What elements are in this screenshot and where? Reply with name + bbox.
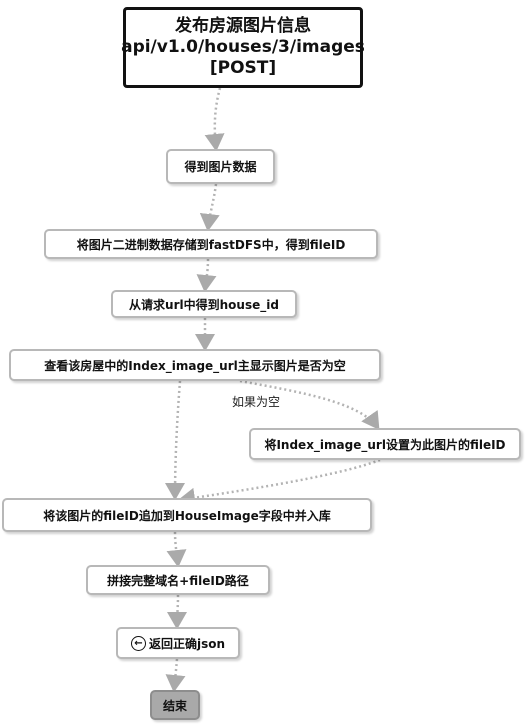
connector-title-to-get-data <box>204 87 225 152</box>
check-index-url-label: 查看该房屋中的Index_image_url主显示图片是否为空 <box>44 358 346 373</box>
check-index-url-node: 查看该房屋中的Index_image_url主显示图片是否为空 <box>9 349 381 381</box>
get-house-id-label: 从请求url中得到house_id <box>129 297 279 312</box>
set-index-url-label: 将Index_image_url设置为此图片的fileID <box>264 437 506 452</box>
append-house-image-label: 将该图片的fileID追加到HouseImage字段中并入库 <box>43 508 331 523</box>
append-house-image-node: 将该图片的fileID追加到HouseImage字段中并入库 <box>2 498 372 532</box>
connector-return-to-end <box>165 658 186 693</box>
title-line-1: 发布房源图片信息 <box>175 16 311 36</box>
if-empty-label: 如果为空 <box>232 395 281 409</box>
flow-title-node: 发布房源图片信息 api/v1.0/houses/3/images [POST] <box>121 7 365 88</box>
store-fastdfs-label: 将图片二进制数据存储到fastDFS中，得到fileID <box>76 237 346 252</box>
set-index-url-node: 将Index_image_url设置为此图片的fileID <box>249 428 521 460</box>
title-line-3: [POST] <box>209 58 277 78</box>
connector-store-to-house-id <box>196 258 217 293</box>
get-house-id-node: 从请求url中得到house_id <box>111 290 297 318</box>
return-json-label: 返回正确json <box>148 636 226 651</box>
join-url-node: 拼接完整域名+fileID路径 <box>86 565 270 595</box>
get-image-data-node: 得到图片数据 <box>166 149 275 184</box>
return-arrow-icon: ← <box>130 635 146 651</box>
connector-join-to-return <box>167 594 188 630</box>
title-line-2: api/v1.0/houses/3/images <box>121 37 365 57</box>
connector-set-to-append <box>177 458 381 508</box>
connector-check-to-set <box>239 379 380 431</box>
join-url-label: 拼接完整域名+fileID路径 <box>107 573 249 588</box>
end-label: 结束 <box>162 698 187 713</box>
end-node: 结束 <box>150 690 200 720</box>
get-image-data-label: 得到图片数据 <box>184 160 257 174</box>
connector-check-to-append <box>165 380 186 501</box>
store-fastdfs-node: 将图片二进制数据存储到fastDFS中，得到fileID <box>44 229 378 259</box>
return-json-node: ← 返回正确json <box>116 627 240 659</box>
connector-append-to-join <box>166 531 187 568</box>
connector-get-data-to-store <box>199 183 220 232</box>
